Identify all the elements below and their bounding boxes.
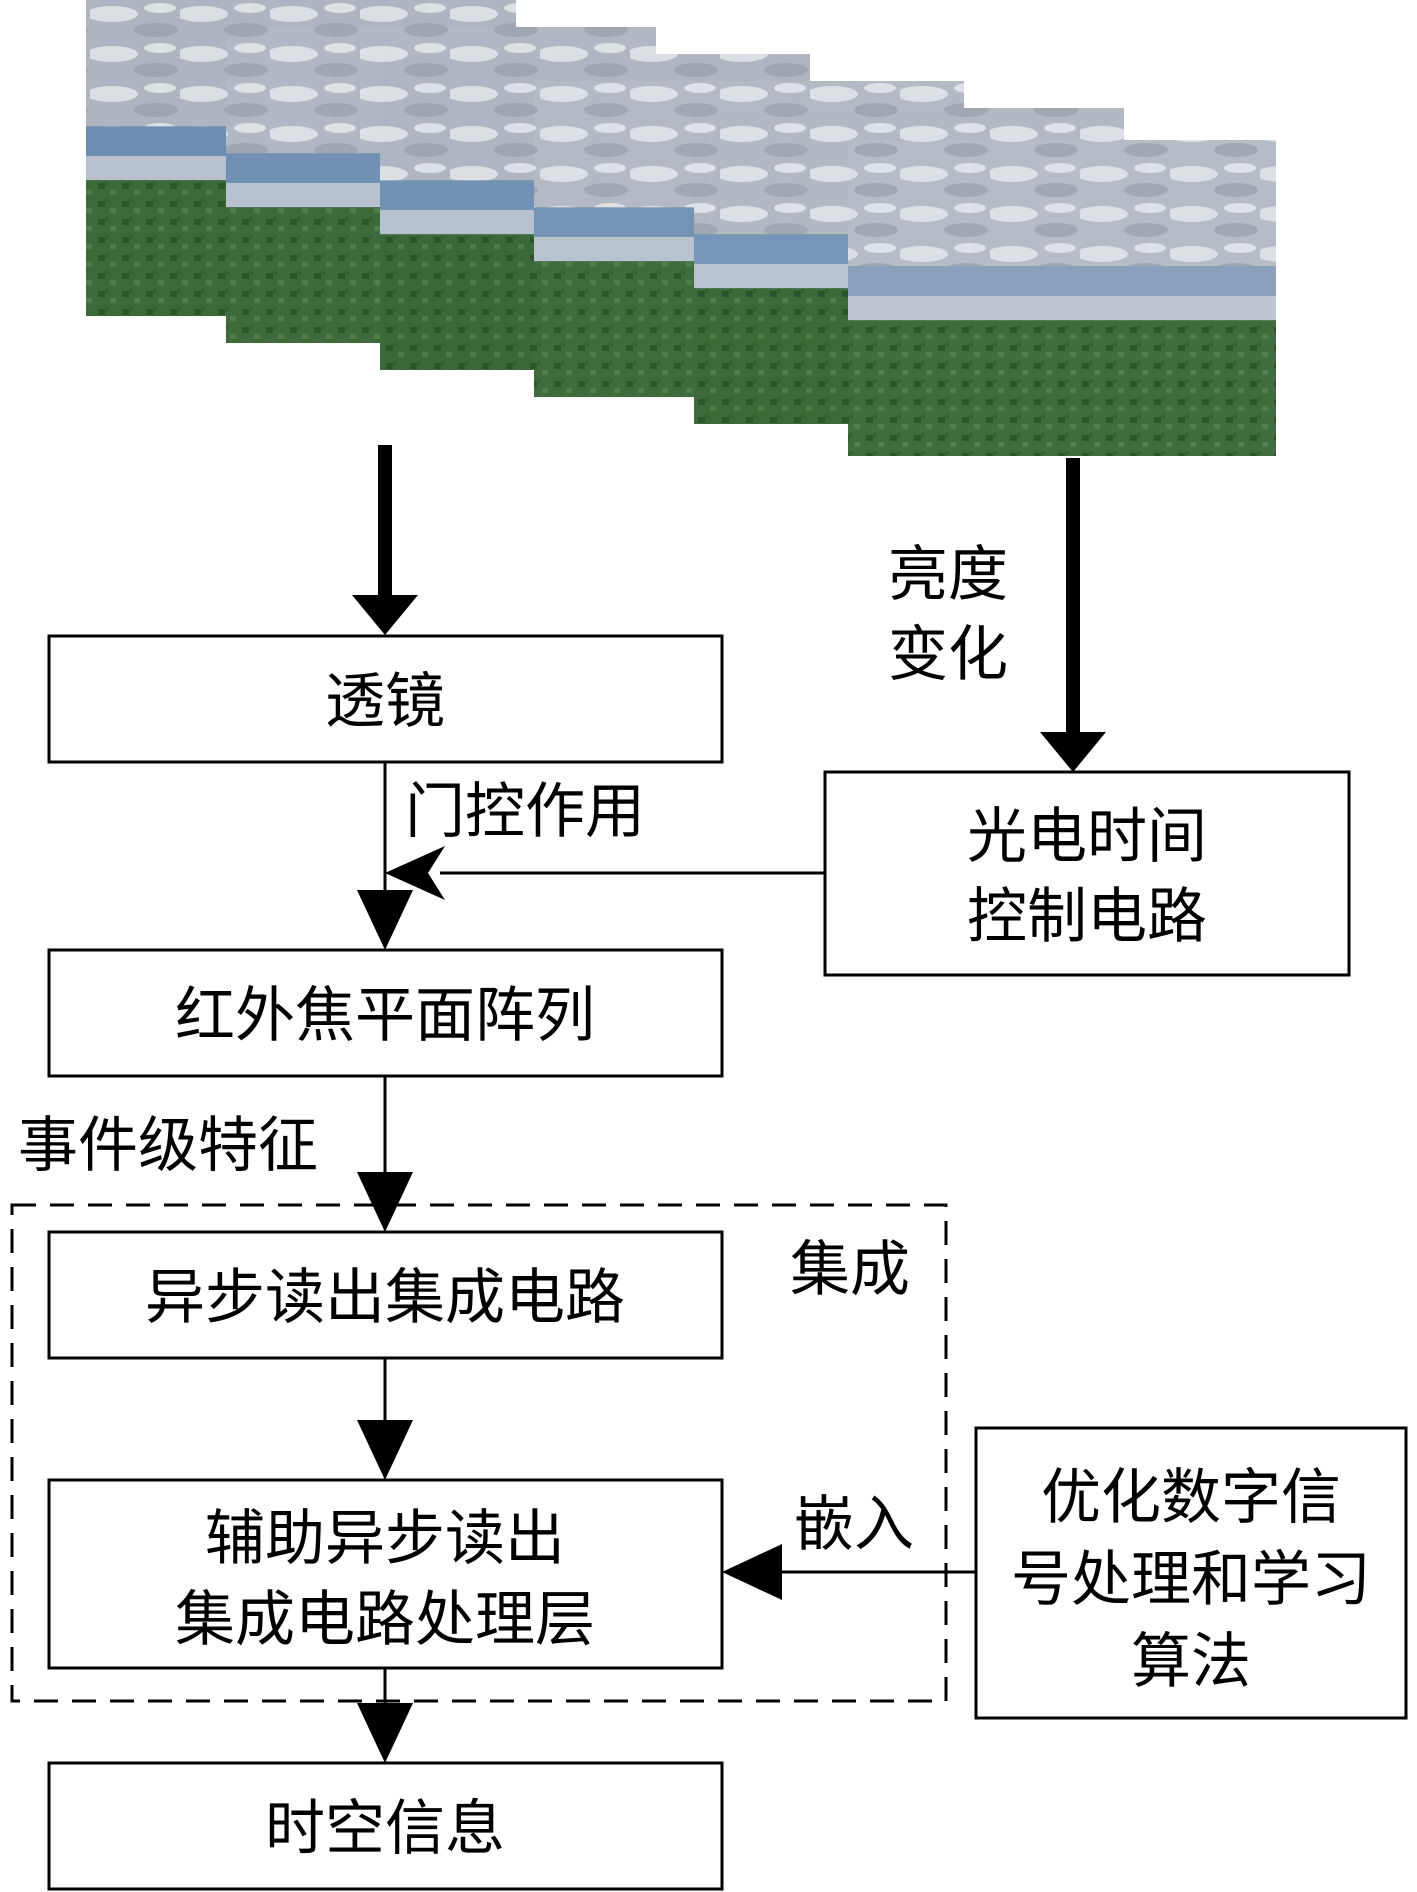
dsp-label-line2: 号处理和学习 <box>1011 1545 1371 1615</box>
brightness-change-label-line1: 亮度 <box>888 540 1008 610</box>
gating-label: 门控作用 <box>405 777 645 847</box>
photo-timing-label-line1: 光电时间 <box>967 802 1207 872</box>
embed-label: 嵌入 <box>794 1490 914 1560</box>
lens-box: 透镜 <box>47 634 724 764</box>
aux-layer-label-line2: 集成电路处理层 <box>175 1585 595 1655</box>
spatiotemporal-info-box: 时空信息 <box>47 1761 724 1891</box>
dsp-learning-algorithm-box: 优化数字信 号处理和学习 算法 <box>974 1426 1408 1720</box>
brightness-change-arrow <box>1040 458 1106 772</box>
ir-focal-plane-array-box: 红外焦平面阵列 <box>47 948 724 1078</box>
dsp-label-line3: 算法 <box>1131 1627 1251 1697</box>
scene-frame-stack <box>86 0 1276 456</box>
dsp-label-line1: 优化数字信 <box>1041 1463 1341 1533</box>
aux-to-spatiotemporal-arrow <box>357 1668 413 1763</box>
embed-arrow <box>722 1544 976 1600</box>
spatiotemporal-label: 时空信息 <box>265 1794 505 1864</box>
lens-label: 透镜 <box>325 667 445 737</box>
gating-arrow <box>385 846 825 900</box>
scene-frame <box>848 140 1276 456</box>
integration-label: 集成 <box>790 1235 910 1305</box>
aux-layer-label-line1: 辅助异步读出 <box>205 1504 565 1574</box>
fpa-to-readout-arrow <box>357 1076 413 1232</box>
event-features-label: 事件级特征 <box>18 1111 318 1181</box>
photo-timing-control-box: 光电时间 控制电路 <box>823 770 1351 977</box>
integration-dashed-region <box>10 1203 948 1703</box>
async-readout-label: 异步读出集成电路 <box>145 1263 625 1333</box>
brightness-change-label-line2: 变化 <box>888 620 1008 690</box>
photo-timing-label-line2: 控制电路 <box>967 882 1207 952</box>
ir-fpa-label: 红外焦平面阵列 <box>175 981 595 1051</box>
readout-to-aux-arrow <box>357 1358 413 1480</box>
lens-to-fpa-arrow <box>357 762 413 950</box>
async-readout-circuit-box: 异步读出集成电路 <box>47 1230 724 1360</box>
scene-to-lens-arrow <box>352 445 418 635</box>
aux-processing-layer-box: 辅助异步读出 集成电路处理层 <box>47 1478 724 1670</box>
